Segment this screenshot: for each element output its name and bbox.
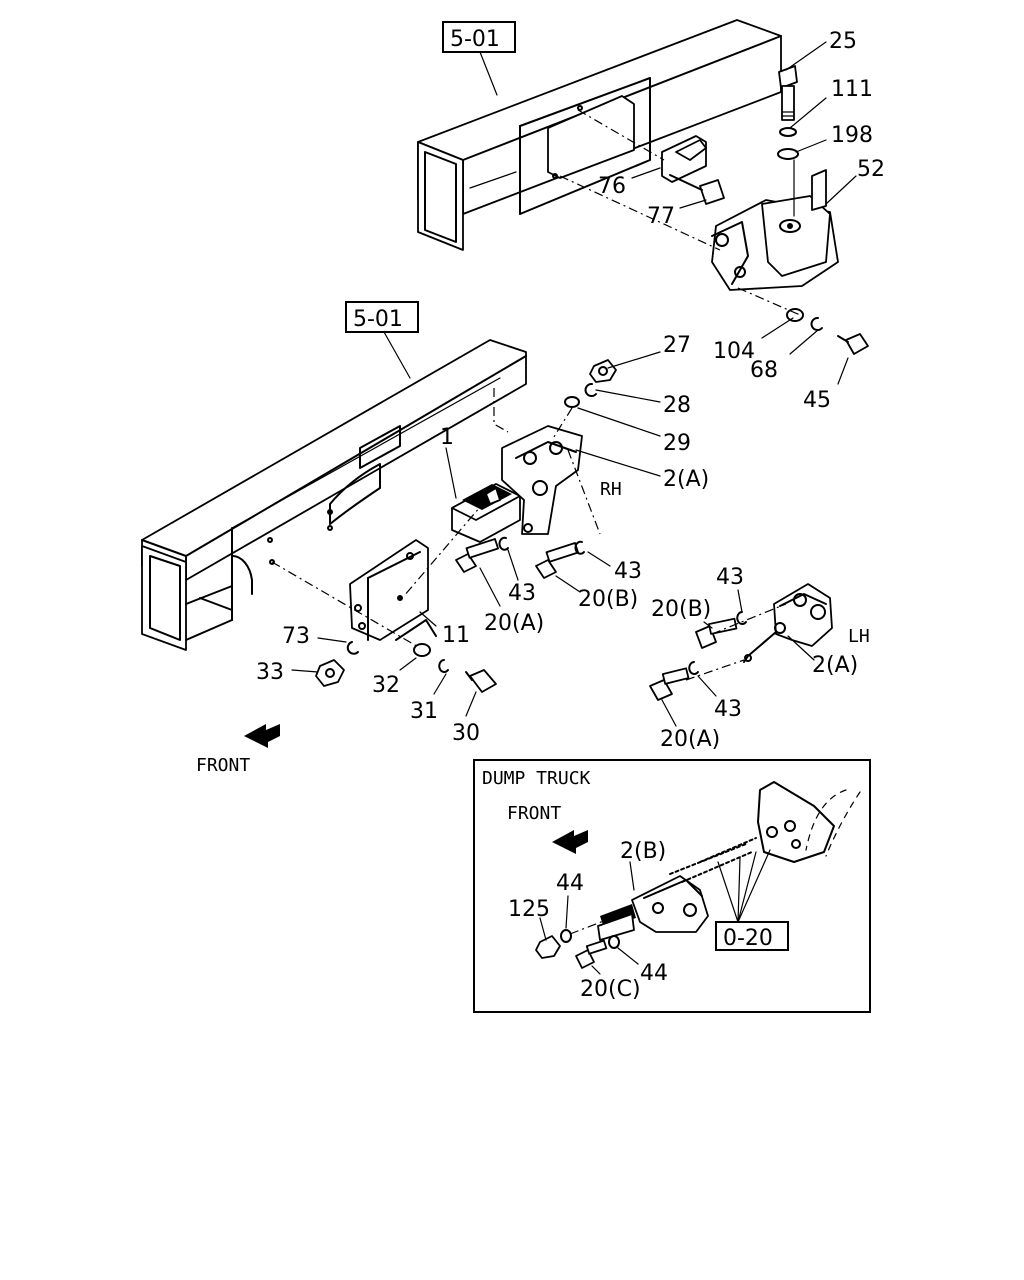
washer-29 [564, 396, 580, 408]
label-76: 76 [598, 174, 626, 199]
section-ref-box-mid [345, 301, 419, 333]
label-20c: 20(C) [580, 977, 641, 1002]
washer-43-rh-a [498, 536, 509, 551]
label-20b-rh: 20(B) [578, 587, 638, 612]
inset-bolt-20c [575, 939, 608, 969]
nut-33 [315, 659, 345, 687]
label-25: 25 [829, 29, 857, 54]
spring-washer-111 [779, 127, 797, 137]
bolt-30 [465, 669, 497, 693]
section-ref-box-inset [715, 921, 789, 951]
label-29: 29 [663, 431, 691, 456]
label-20a-lh: 20(A) [660, 727, 720, 752]
label-rh: RH [600, 479, 622, 500]
label-1: 1 [440, 425, 454, 450]
label-44-a: 44 [556, 871, 584, 896]
label-43-lh-a: 43 [716, 565, 744, 590]
label-front: FRONT [196, 755, 250, 776]
section-ref-box-top [442, 21, 516, 53]
spring-washer-73 [346, 641, 359, 655]
bolt-20b-lh [695, 617, 738, 649]
label-44-b: 44 [640, 961, 668, 986]
nut-27 [589, 359, 617, 383]
front-arrow-icon [244, 724, 280, 748]
label-30: 30 [452, 721, 480, 746]
label-32: 32 [372, 673, 400, 698]
label-43-rh-b: 43 [614, 559, 642, 584]
inset-nut-125 [535, 935, 561, 959]
label-73: 73 [282, 624, 310, 649]
top-frame-rail [417, 19, 782, 251]
bolt-77 [669, 174, 725, 205]
inset-frame-rail [757, 781, 861, 863]
bolt-45 [837, 333, 869, 355]
label-111: 111 [831, 77, 873, 102]
bolt-20a-rh [455, 538, 499, 573]
label-198: 198 [831, 123, 873, 148]
section-ref-inset: 0-20 [723, 926, 773, 951]
inset-bolts [669, 837, 757, 883]
section-ref-top: 5-01 [450, 27, 500, 52]
washer-104 [786, 308, 804, 322]
label-125: 125 [508, 897, 550, 922]
inset-bracket-2b [597, 875, 709, 941]
top-mount-bracket-52 [711, 159, 839, 291]
label-27: 27 [663, 333, 691, 358]
spring-washer-68 [810, 317, 823, 331]
bolt-20b-rh [535, 542, 579, 579]
label-lh: LH [848, 626, 870, 647]
label-52: 52 [857, 157, 885, 182]
inset-washer-44-a [560, 929, 572, 943]
spring-washer-28 [584, 383, 597, 397]
label-43-lh-b: 43 [714, 697, 742, 722]
lh-bracket-2a [743, 583, 833, 663]
label-2a-lh: 2(A) [812, 653, 858, 678]
rh-bracket-2a [501, 425, 583, 535]
label-2a-rh: 2(A) [663, 467, 709, 492]
label-68: 68 [750, 358, 778, 383]
label-20a-rh: 20(A) [484, 611, 544, 636]
inset-washer-44-b [608, 935, 620, 949]
bolt-25 [778, 65, 798, 121]
label-2b: 2(B) [620, 839, 666, 864]
main-frame-rail [141, 339, 527, 651]
bolt-20a-lh [649, 667, 690, 701]
spring-washer-31 [438, 659, 449, 673]
section-ref-mid: 5-01 [353, 307, 403, 332]
label-33: 33 [256, 660, 284, 685]
label-20b-lh: 20(B) [651, 597, 711, 622]
label-11: 11 [442, 623, 470, 648]
rubber-mount-1 [451, 483, 521, 543]
washer-43-lh-a [736, 611, 747, 625]
bracket-11 [349, 539, 437, 641]
clip-76 [661, 135, 707, 183]
washer-43-rh-b [574, 540, 585, 555]
washer-198 [777, 148, 799, 160]
washer-43-lh-b [688, 661, 699, 675]
label-104: 104 [713, 339, 755, 364]
label-31: 31 [410, 699, 438, 724]
inset-front: FRONT [507, 803, 561, 824]
inset-title: DUMP TRUCK [482, 768, 591, 789]
washer-32 [413, 643, 431, 657]
label-43-rh-a: 43 [508, 581, 536, 606]
label-28: 28 [663, 393, 691, 418]
label-45: 45 [803, 388, 831, 413]
label-77: 77 [647, 204, 675, 229]
inset-front-arrow-icon [552, 830, 588, 854]
